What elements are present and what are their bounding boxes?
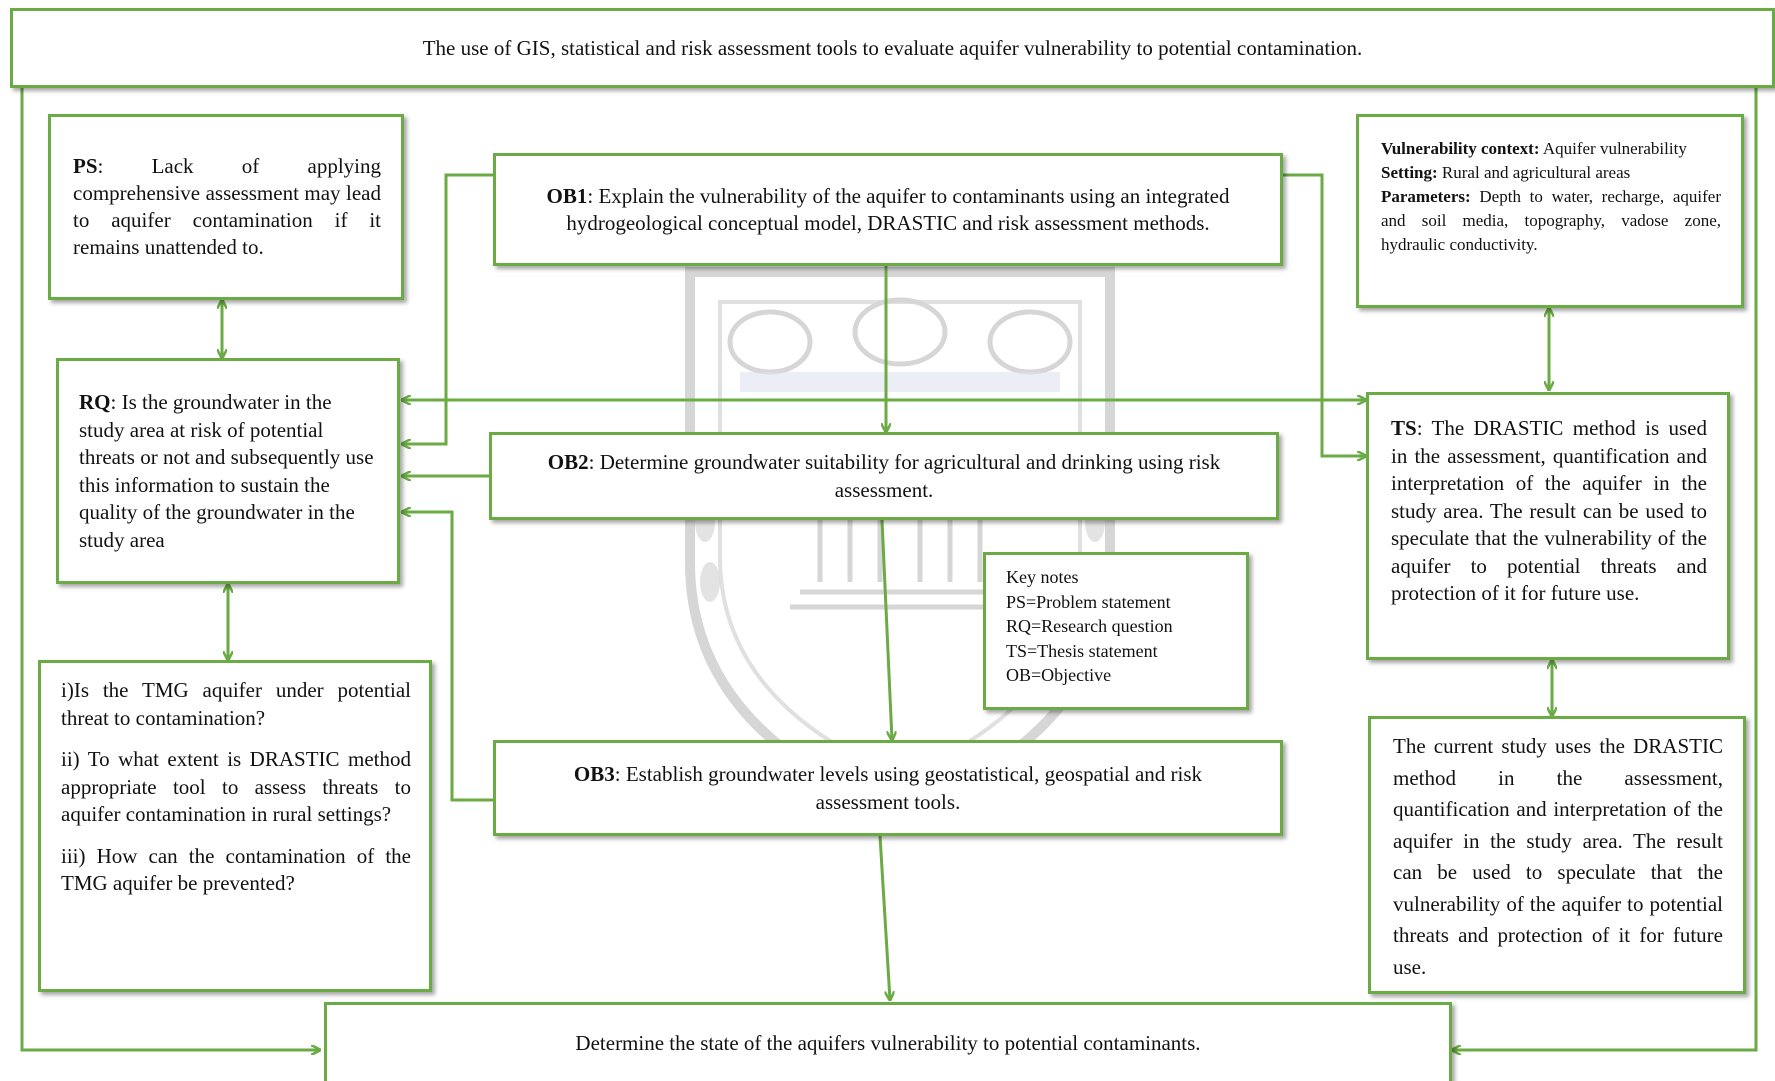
- objective-3-box: OB3: Establish groundwater levels using …: [493, 740, 1283, 836]
- setting-text: Rural and agricultural areas: [1437, 163, 1631, 182]
- ts-label: TS: [1391, 416, 1417, 440]
- current-study-box: The current study uses the DRASTIC metho…: [1368, 716, 1746, 994]
- parameters-label: Parameters:: [1381, 187, 1471, 206]
- ps-label: PS: [73, 154, 98, 178]
- key-note-item: TS=Thesis statement: [1006, 640, 1158, 661]
- vulnerability-context-label: Vulnerability context:: [1381, 139, 1540, 158]
- key-note-item: RQ=Research question: [1006, 616, 1173, 636]
- research-question-box: RQ: Is the groundwater in the study area…: [56, 358, 400, 584]
- title-text: The use of GIS, statistical and risk ass…: [422, 35, 1363, 60]
- ob1-label: OB1: [546, 183, 588, 208]
- ob2-label: OB2: [547, 450, 589, 474]
- ob3-label: OB3: [573, 762, 615, 786]
- title-box: The use of GIS, statistical and risk ass…: [10, 8, 1775, 88]
- ob3-text: : Establish groundwater levels using geo…: [614, 762, 1203, 814]
- ob1-text: : Explain the vulnerability of the aquif…: [566, 183, 1230, 235]
- vulnerability-context-text: Aquifer vulnerability: [1539, 139, 1687, 158]
- rq-label: RQ: [79, 390, 111, 414]
- ts-text: : The DRASTIC method is used in the asse…: [1391, 416, 1707, 605]
- ob2-text: : Determine groundwater suitability for …: [588, 450, 1221, 502]
- outcome-box: Determine the state of the aquifers vuln…: [324, 1002, 1452, 1081]
- sub-question-2: ii) To what extent is DRASTIC method app…: [61, 747, 411, 826]
- ps-text: : Lack of applying comprehensive assessm…: [73, 154, 381, 259]
- thesis-statement-box: TS: The DRASTIC method is used in the as…: [1366, 392, 1730, 660]
- key-note-item: OB=Objective: [1006, 665, 1112, 685]
- sub-question-3: iii) How can the contamination of the TM…: [61, 843, 411, 896]
- current-study-text: The current study uses the DRASTIC metho…: [1393, 734, 1723, 979]
- setting-label: Setting:: [1381, 163, 1438, 182]
- key-note-item: PS=Problem statement: [1006, 591, 1171, 612]
- key-notes-title: Key notes: [1006, 567, 1079, 587]
- vulnerability-context-box: Vulnerability context: Aquifer vulnerabi…: [1356, 114, 1744, 308]
- key-notes-box: Key notes PS=Problem statement RQ=Resear…: [983, 552, 1249, 710]
- objective-1-box: OB1: Explain the vulnerability of the aq…: [493, 153, 1283, 266]
- sub-questions-box: i)Is the TMG aquifer under potential thr…: [38, 660, 432, 992]
- rq-text: : Is the groundwater in the study area a…: [79, 390, 374, 552]
- outcome-text: Determine the state of the aquifers vuln…: [575, 1030, 1201, 1055]
- objective-2-box: OB2: Determine groundwater suitability f…: [489, 432, 1279, 520]
- problem-statement-box: PS: Lack of applying comprehensive asses…: [48, 114, 404, 300]
- sub-question-1: i)Is the TMG aquifer under potential thr…: [61, 678, 411, 730]
- parameters-text: Depth to water, recharge, aquifer and so…: [1381, 187, 1721, 254]
